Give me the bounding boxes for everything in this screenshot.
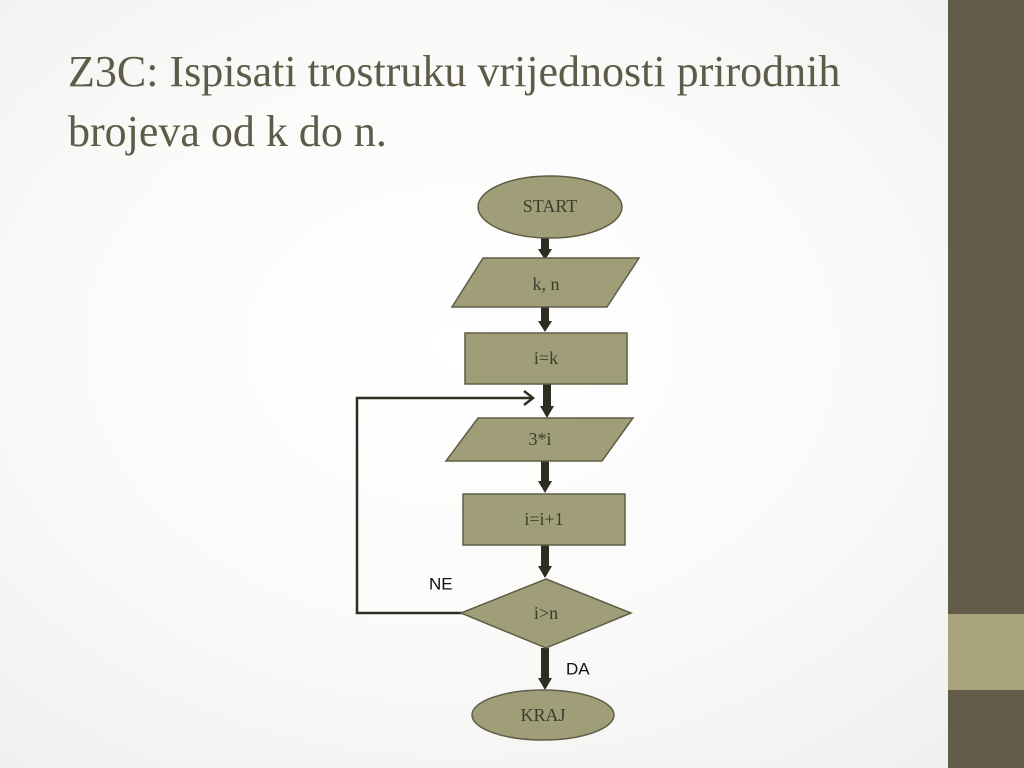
condition-diamond: i>n bbox=[459, 578, 633, 649]
condition-label: i>n bbox=[534, 603, 558, 623]
start-label: START bbox=[523, 196, 577, 216]
end-terminal: KRAJ bbox=[471, 689, 615, 741]
init-process-box: i=k bbox=[464, 332, 628, 385]
connector-input-init bbox=[538, 307, 552, 332]
connector-init-output bbox=[540, 384, 554, 418]
input-parallelogram: k, n bbox=[450, 257, 641, 308]
increment-process-box: i=i+1 bbox=[462, 493, 626, 546]
end-label: KRAJ bbox=[520, 705, 565, 725]
branch-yes-label: DA bbox=[566, 660, 590, 679]
slide-title: Z3C: Ispisati trostruku vrijednosti prir… bbox=[68, 42, 948, 162]
loop-back-arrow bbox=[355, 390, 536, 615]
title-line-1: Z3C: Ispisati trostruku vrijednosti prir… bbox=[68, 47, 841, 96]
increment-label: i=i+1 bbox=[524, 509, 563, 529]
init-label: i=k bbox=[534, 348, 558, 368]
connector-output-increment bbox=[538, 461, 552, 493]
output-parallelogram: 3*i bbox=[444, 417, 635, 462]
output-label: 3*i bbox=[528, 429, 551, 449]
sidebar-accent-block bbox=[948, 614, 1024, 690]
input-label: k, n bbox=[533, 274, 560, 294]
connector-increment-condition bbox=[538, 545, 552, 578]
connector-start-input bbox=[538, 238, 552, 260]
branch-no-label: NE bbox=[429, 575, 453, 594]
connector-condition-end bbox=[538, 648, 552, 690]
start-terminal: START bbox=[477, 175, 623, 239]
title-line-2: brojeva od k do n. bbox=[68, 107, 387, 156]
